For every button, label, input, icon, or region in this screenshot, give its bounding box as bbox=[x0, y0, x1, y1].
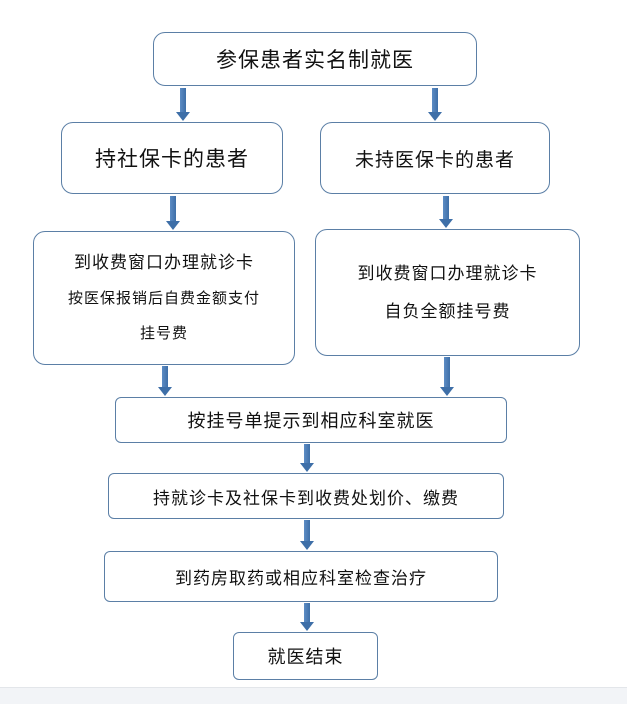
start-node: 参保患者实名制就医 bbox=[153, 32, 477, 86]
start-node-label: 参保患者实名制就医 bbox=[216, 48, 414, 72]
left-registration-line2: 按医保报销后自费金额支付 bbox=[67, 288, 260, 307]
arrow-payment-to-pharmacy bbox=[300, 520, 314, 550]
arrow-visit-to-payment bbox=[300, 444, 314, 472]
bottom-bar bbox=[0, 687, 627, 704]
arrow-left-branch-down bbox=[166, 196, 180, 230]
insured-card-holder-node: 持社保卡的患者 bbox=[61, 122, 283, 194]
arrow-left-process-down bbox=[158, 366, 172, 396]
end-node-label: 就医结束 bbox=[267, 647, 344, 668]
visit-department-node: 按挂号单提示到相应科室就医 bbox=[115, 397, 507, 443]
arrow-start-to-left bbox=[176, 88, 190, 121]
left-registration-line3: 挂号费 bbox=[139, 323, 188, 342]
no-card-holder-label: 未持医保卡的患者 bbox=[354, 148, 515, 171]
left-registration-line1: 到收费窗口办理就诊卡 bbox=[74, 252, 254, 273]
right-registration-line1: 到收费窗口办理就诊卡 bbox=[357, 263, 538, 284]
payment-label: 持就诊卡及社保卡到收费处划价、缴费 bbox=[153, 488, 459, 509]
payment-node: 持就诊卡及社保卡到收费处划价、缴费 bbox=[108, 473, 504, 519]
visit-department-label: 按挂号单提示到相应科室就医 bbox=[187, 411, 435, 432]
right-registration-line2: 自负全额挂号费 bbox=[384, 301, 511, 322]
no-card-holder-node: 未持医保卡的患者 bbox=[320, 122, 550, 194]
pharmacy-label: 到药房取药或相应科室检查治疗 bbox=[175, 569, 427, 589]
arrow-pharmacy-to-end bbox=[300, 603, 314, 631]
insured-card-holder-label: 持社保卡的患者 bbox=[95, 147, 249, 171]
end-node: 就医结束 bbox=[233, 632, 378, 680]
pharmacy-node: 到药房取药或相应科室检查治疗 bbox=[104, 551, 498, 602]
arrow-right-branch-down bbox=[439, 196, 453, 228]
arrow-start-to-right bbox=[428, 88, 442, 121]
arrow-right-process-down bbox=[440, 357, 454, 396]
right-registration-node: 到收费窗口办理就诊卡 自负全额挂号费 bbox=[315, 229, 580, 356]
left-registration-node: 到收费窗口办理就诊卡 按医保报销后自费金额支付 挂号费 bbox=[33, 231, 295, 365]
